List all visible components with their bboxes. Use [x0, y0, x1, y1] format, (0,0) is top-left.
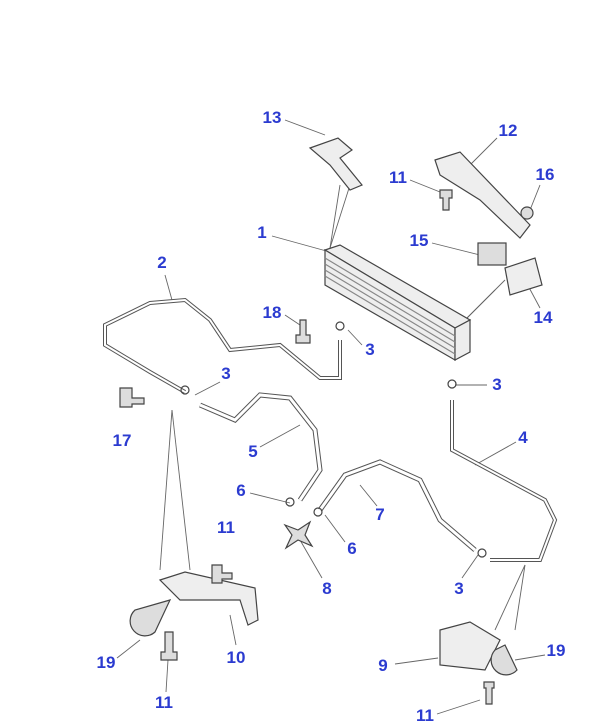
callout-11: 11	[416, 706, 434, 721]
bracket-13	[308, 137, 363, 191]
leader-lines	[116, 119, 546, 715]
callout-17: 17	[112, 431, 132, 450]
rubber-mount-15	[477, 242, 507, 266]
callout-13: 13	[262, 108, 282, 127]
washer-3	[335, 321, 345, 331]
hose-5	[199, 392, 323, 502]
callout-11: 11	[217, 518, 235, 537]
callout-1: 1	[257, 223, 267, 242]
nut-16	[520, 206, 534, 220]
oil-cooler	[323, 244, 472, 362]
callout-3: 3	[454, 579, 464, 598]
callout-9: 9	[378, 656, 388, 675]
callout-18: 18	[262, 303, 282, 322]
callout-11: 11	[389, 168, 407, 187]
callout-6: 6	[236, 481, 246, 500]
bolt-18	[295, 319, 311, 344]
bracket-12	[434, 151, 531, 239]
callout-3: 3	[365, 340, 375, 359]
callout-8: 8	[322, 579, 332, 598]
callout-19: 19	[546, 641, 566, 660]
callout-6: 6	[347, 539, 357, 558]
callout-12: 12	[498, 121, 518, 140]
bracket-10	[158, 571, 259, 626]
callout-14: 14	[533, 308, 553, 327]
clamp-19a	[129, 599, 172, 637]
bolt-17	[119, 387, 145, 408]
pipe-4	[450, 400, 558, 562]
callout-10: 10	[226, 648, 246, 667]
callout-15: 15	[409, 231, 429, 250]
clip-8	[283, 520, 314, 550]
callout-7: 7	[375, 505, 385, 524]
callout-3: 3	[221, 364, 231, 383]
callout-16: 16	[535, 165, 555, 184]
washer-6	[285, 497, 295, 507]
callout-2: 2	[157, 253, 167, 272]
bracket-14	[504, 257, 543, 296]
callout-11: 11	[155, 693, 173, 712]
bolt-11-lower	[211, 564, 233, 584]
bolt-11	[439, 189, 453, 211]
callout-19: 19	[96, 653, 116, 672]
callout-4: 4	[518, 428, 528, 447]
callout-5: 5	[248, 442, 258, 461]
callout-3: 3	[492, 375, 502, 394]
clamp-19b	[490, 644, 518, 676]
